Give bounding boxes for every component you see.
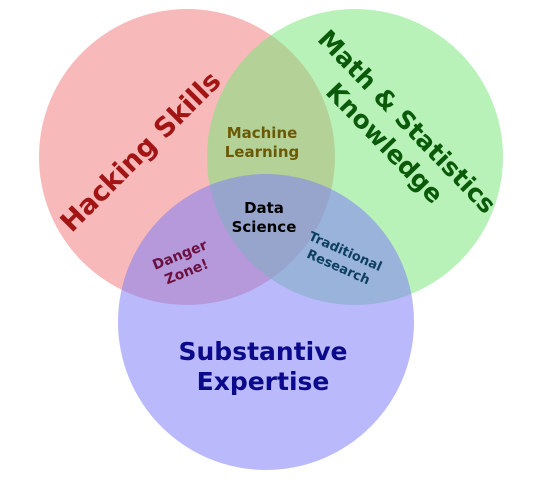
label-machine: Machine xyxy=(227,124,298,142)
label-expertise: Expertise xyxy=(197,367,330,396)
label-learning: Learning xyxy=(225,143,300,161)
label-science: Science xyxy=(232,218,297,236)
label-substantive: Substantive xyxy=(179,337,348,366)
circle-substantive-expertise xyxy=(118,174,414,470)
label-data: Data xyxy=(244,199,284,217)
